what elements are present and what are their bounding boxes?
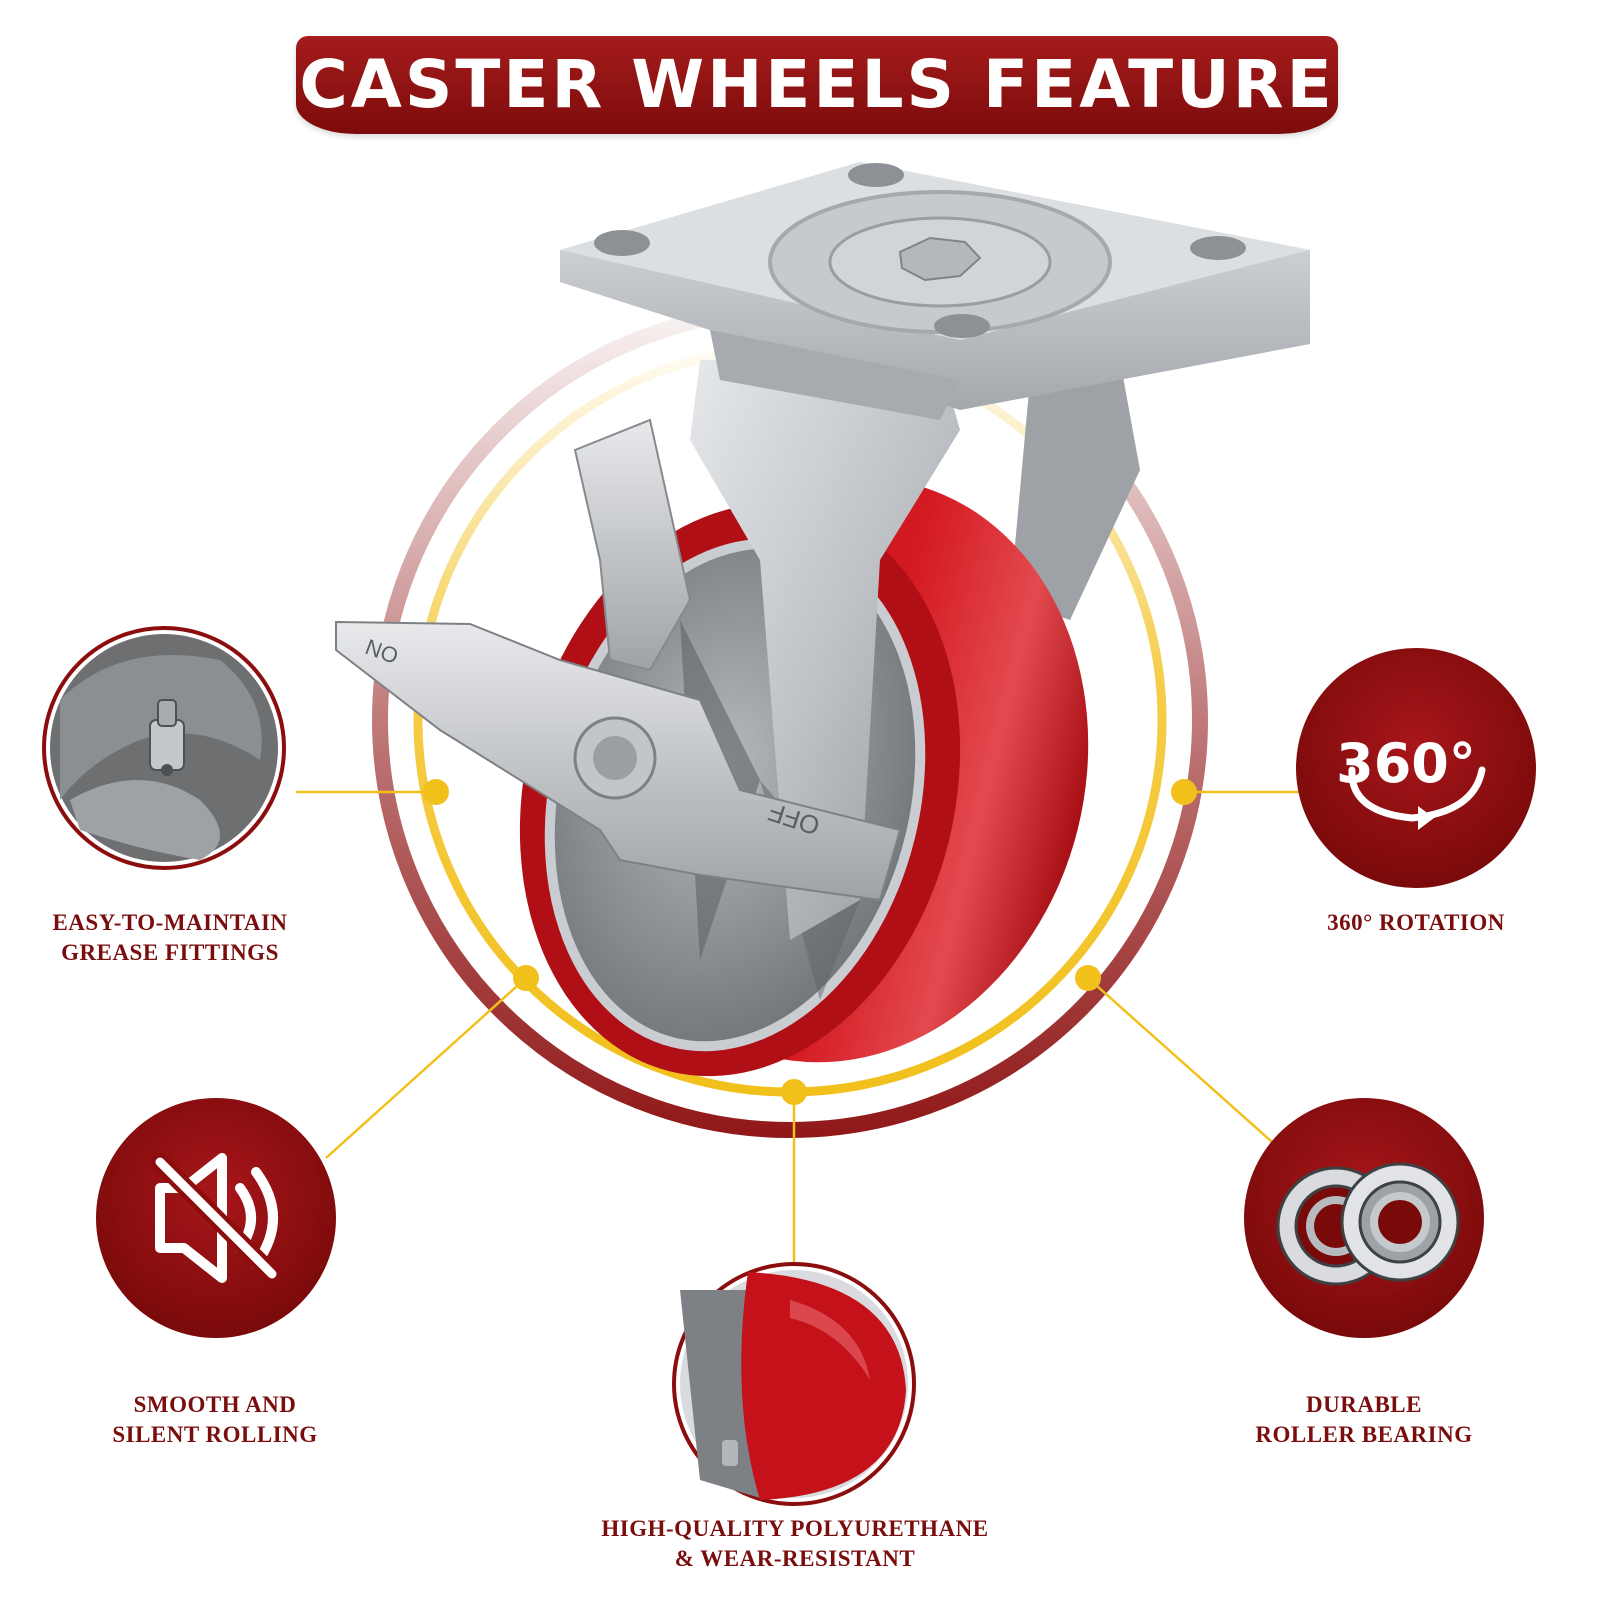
label-bearing-line1: DURABLE <box>1306 1392 1422 1417</box>
mute-speaker-icon <box>96 1098 336 1338</box>
label-polyurethane: HIGH-QUALITY POLYURETHANE & WEAR-RESISTA… <box>560 1514 1030 1574</box>
rotation-badge-text: 360° <box>1336 732 1476 795</box>
connector-dots <box>423 779 1197 1105</box>
label-poly-line2: & WEAR-RESISTANT <box>674 1546 916 1571</box>
roller-bearing-photo <box>1244 1098 1484 1338</box>
label-poly-line1: HIGH-QUALITY POLYURETHANE <box>601 1516 989 1541</box>
title-banner: CASTER WHEELS FEATURE <box>296 36 1338 134</box>
polyurethane-wheel-photo <box>672 1262 916 1506</box>
label-silent-line1: SMOOTH AND <box>133 1392 297 1417</box>
label-grease-fittings: EASY-TO-MAINTAIN GREASE FITTINGS <box>20 908 320 968</box>
label-silent-line2: SILENT ROLLING <box>112 1422 318 1447</box>
label-rotation-line1: 360° ROTATION <box>1327 910 1505 935</box>
rotation-360-icon: 360° <box>1296 648 1536 888</box>
page-title: CASTER WHEELS FEATURE <box>299 46 1335 123</box>
label-silent-rolling: SMOOTH AND SILENT ROLLING <box>60 1390 370 1450</box>
grease-fitting-photo <box>42 626 286 870</box>
label-grease-line1: EASY-TO-MAINTAIN <box>52 910 288 935</box>
label-grease-line2: GREASE FITTINGS <box>61 940 279 965</box>
connector-lines <box>296 790 1316 1270</box>
label-rotation: 360° ROTATION <box>1296 908 1536 938</box>
label-bearing-line2: ROLLER BEARING <box>1255 1422 1473 1447</box>
caster-wheel-illustration: ON OFF <box>335 162 1310 1077</box>
label-roller-bearing: DURABLE ROLLER BEARING <box>1232 1390 1496 1450</box>
